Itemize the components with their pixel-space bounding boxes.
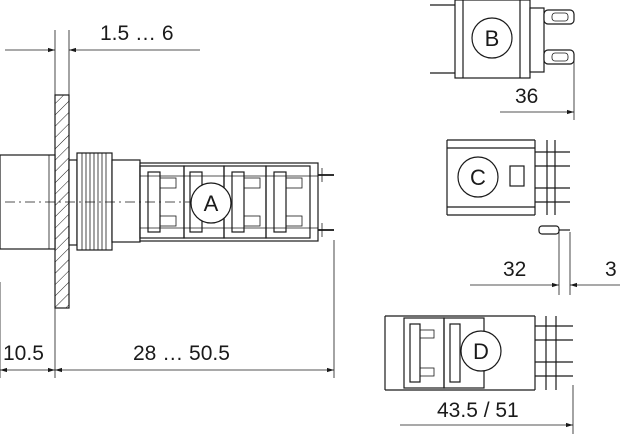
variant-d-view: D xyxy=(384,315,573,391)
callout-a xyxy=(190,182,232,224)
dim-panel-thickness-label: 1.5 … 6 xyxy=(100,22,174,45)
callout-a-label: A xyxy=(204,191,219,216)
dim-variant-c-terminal-label: 3 xyxy=(605,258,617,281)
variant-c-view: C xyxy=(446,139,570,235)
dim-variant-c: 32 3 xyxy=(470,232,620,295)
dim-panel-thickness: 1.5 … 6 xyxy=(5,22,200,95)
dim-variant-c-label: 32 xyxy=(503,258,526,281)
callout-b-label: B xyxy=(485,26,500,51)
callout-c-label: C xyxy=(470,165,486,190)
dim-variant-d-label: 43.5 / 51 xyxy=(437,399,519,422)
dim-front-depth-label: 10.5 xyxy=(3,342,44,365)
contact-modules xyxy=(139,165,318,239)
dim-variant-b: 36 xyxy=(500,60,575,120)
callout-c xyxy=(457,156,499,198)
terminals xyxy=(318,168,334,237)
dim-variant-b-label: 36 xyxy=(515,85,538,108)
knurled-nut xyxy=(81,153,107,250)
callout-b xyxy=(471,17,513,59)
main-side-view: A xyxy=(0,94,334,309)
callout-d-label: D xyxy=(473,339,489,364)
dim-variant-d: 43.5 / 51 xyxy=(400,385,574,434)
variant-b-view: B xyxy=(430,0,575,79)
callout-d xyxy=(460,330,502,372)
mounting-panel xyxy=(54,94,70,309)
dim-bottom: 10.5 28 … 50.5 xyxy=(0,240,335,378)
dim-body-length-label: 28 … 50.5 xyxy=(133,342,230,365)
